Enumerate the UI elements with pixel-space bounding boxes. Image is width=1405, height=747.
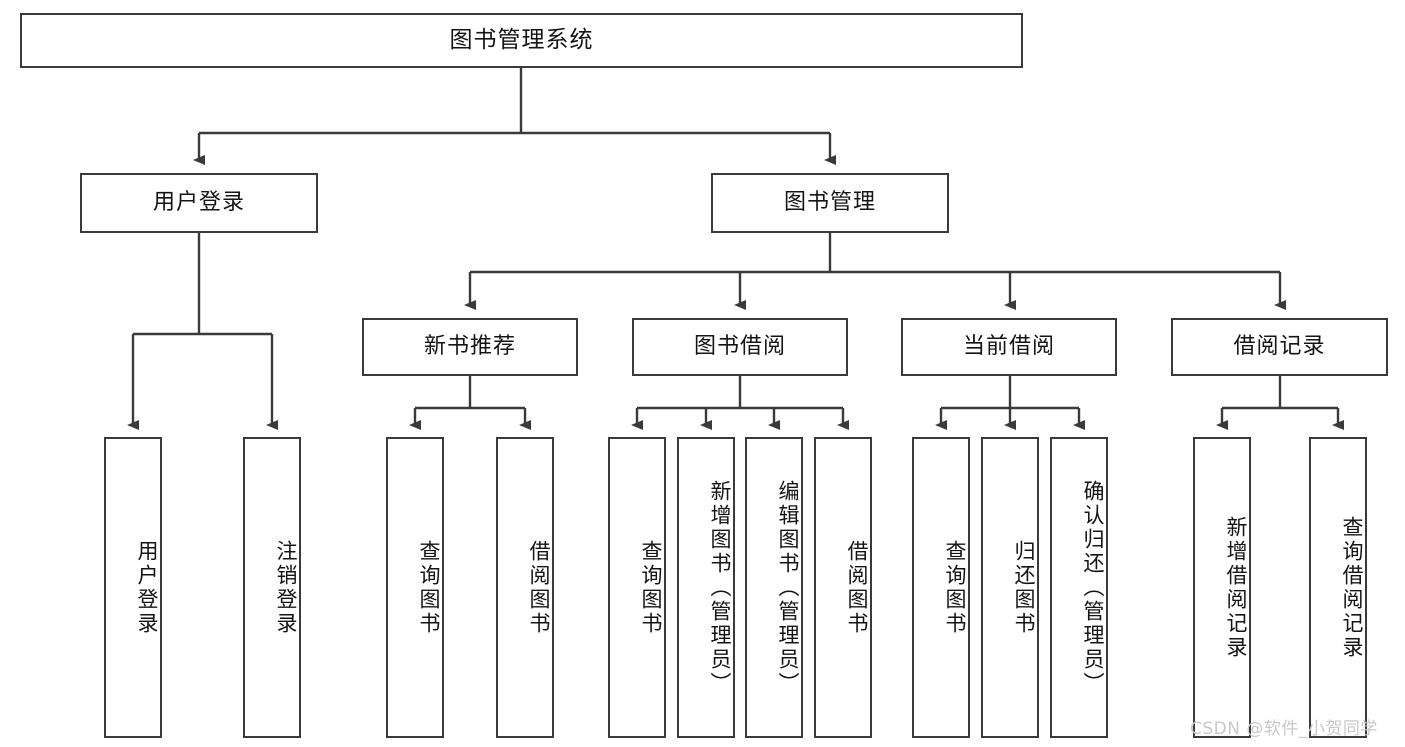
node-label: 用户登录 xyxy=(135,539,159,636)
node-label: 查询图书 xyxy=(943,539,967,636)
leaf-add-borrow-record[interactable]: 新增借阅记录 xyxy=(1193,437,1251,738)
leaf-query-book-current[interactable]: 查询图书 xyxy=(912,437,970,738)
leaf-return-book[interactable]: 归还图书 xyxy=(981,437,1039,738)
node-label: 查询图书 xyxy=(639,539,663,636)
node-label: 当前借阅 xyxy=(962,333,1055,359)
node-label: 编辑图书（管理员） xyxy=(776,479,800,696)
node-label: 用户登录 xyxy=(152,189,245,215)
node-label: 借阅图书 xyxy=(527,539,551,636)
node-user-login[interactable]: 用户登录 xyxy=(80,173,318,233)
node-label: 借阅图书 xyxy=(845,539,869,636)
node-label: 图书管理 xyxy=(783,189,876,215)
leaf-confirm-return-admin[interactable]: 确认归还（管理员） xyxy=(1050,437,1108,738)
node-label: 注销登录 xyxy=(274,539,298,636)
node-label: 新书推荐 xyxy=(423,333,516,359)
leaf-user-logout[interactable]: 注销登录 xyxy=(243,437,301,738)
leaf-add-book-admin[interactable]: 新增图书（管理员） xyxy=(677,437,735,738)
node-label: 查询借阅记录 xyxy=(1340,515,1364,660)
node-borrowing-record[interactable]: 借阅记录 xyxy=(1171,318,1388,376)
node-new-book-recommendation[interactable]: 新书推荐 xyxy=(362,318,578,376)
leaf-borrow-book-new-recommendation[interactable]: 借阅图书 xyxy=(496,437,554,738)
leaf-query-book-new-recommendation[interactable]: 查询图书 xyxy=(386,437,444,738)
node-label: 新增借阅记录 xyxy=(1224,515,1248,660)
node-label: 确认归还（管理员） xyxy=(1081,479,1105,696)
leaf-edit-book-admin[interactable]: 编辑图书（管理员） xyxy=(745,437,803,738)
node-label: 图书借阅 xyxy=(693,333,786,359)
node-label: 归还图书 xyxy=(1012,539,1036,636)
node-book-borrowing[interactable]: 图书借阅 xyxy=(632,318,848,376)
node-current-borrowing[interactable]: 当前借阅 xyxy=(901,318,1117,376)
leaf-query-borrow-record[interactable]: 查询借阅记录 xyxy=(1309,437,1367,738)
leaf-query-book-borrowing[interactable]: 查询图书 xyxy=(608,437,666,738)
node-book-management[interactable]: 图书管理 xyxy=(711,173,949,233)
node-root-book-management-system[interactable]: 图书管理系统 xyxy=(20,13,1023,68)
node-label: 借阅记录 xyxy=(1233,333,1326,359)
node-label: 新增图书（管理员） xyxy=(708,479,732,696)
leaf-user-login[interactable]: 用户登录 xyxy=(104,437,162,738)
node-label: 查询图书 xyxy=(417,539,441,636)
csdn-watermark: CSDN @软件_小贺同学 xyxy=(1190,719,1378,739)
node-label: 图书管理系统 xyxy=(449,26,594,53)
leaf-borrow-book-borrowing[interactable]: 借阅图书 xyxy=(814,437,872,738)
